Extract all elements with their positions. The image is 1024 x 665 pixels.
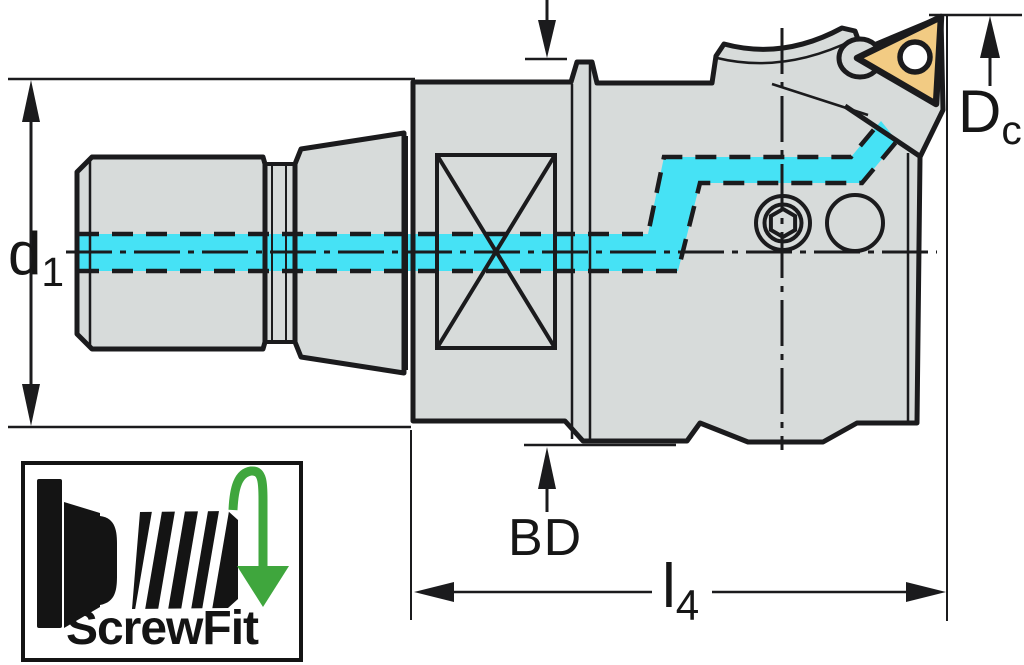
coolant-channel-dashes [78,119,899,274]
screwfit-logo-box [21,461,303,662]
d1-dimension-label: d1 [8,220,65,296]
centerlines [66,28,937,450]
dim-d1 [8,77,415,429]
screwfit-screw-icon [37,479,238,628]
screwfit-logo-text: ScrewFit [65,602,259,655]
cutting-insert-icon [853,13,945,108]
bd-dimension-label: BD [508,509,583,567]
dc-dimension-label: Dc [958,78,1022,154]
dim-l4 [410,15,948,621]
dimension-lines [8,0,1022,621]
coolant-channel-fill [78,121,897,271]
tool-outlines [74,14,946,445]
dim-dc [929,13,1022,86]
l4-dimension-label: l4 [662,552,700,629]
dim-bd [524,443,676,512]
counterbore-circle [825,193,885,253]
clamp-screw-front [754,193,885,253]
dim-bd-top [525,0,567,61]
rotation-arrow-icon [228,466,289,607]
insert-hole [897,39,933,75]
hex-socket-icon [768,206,798,240]
